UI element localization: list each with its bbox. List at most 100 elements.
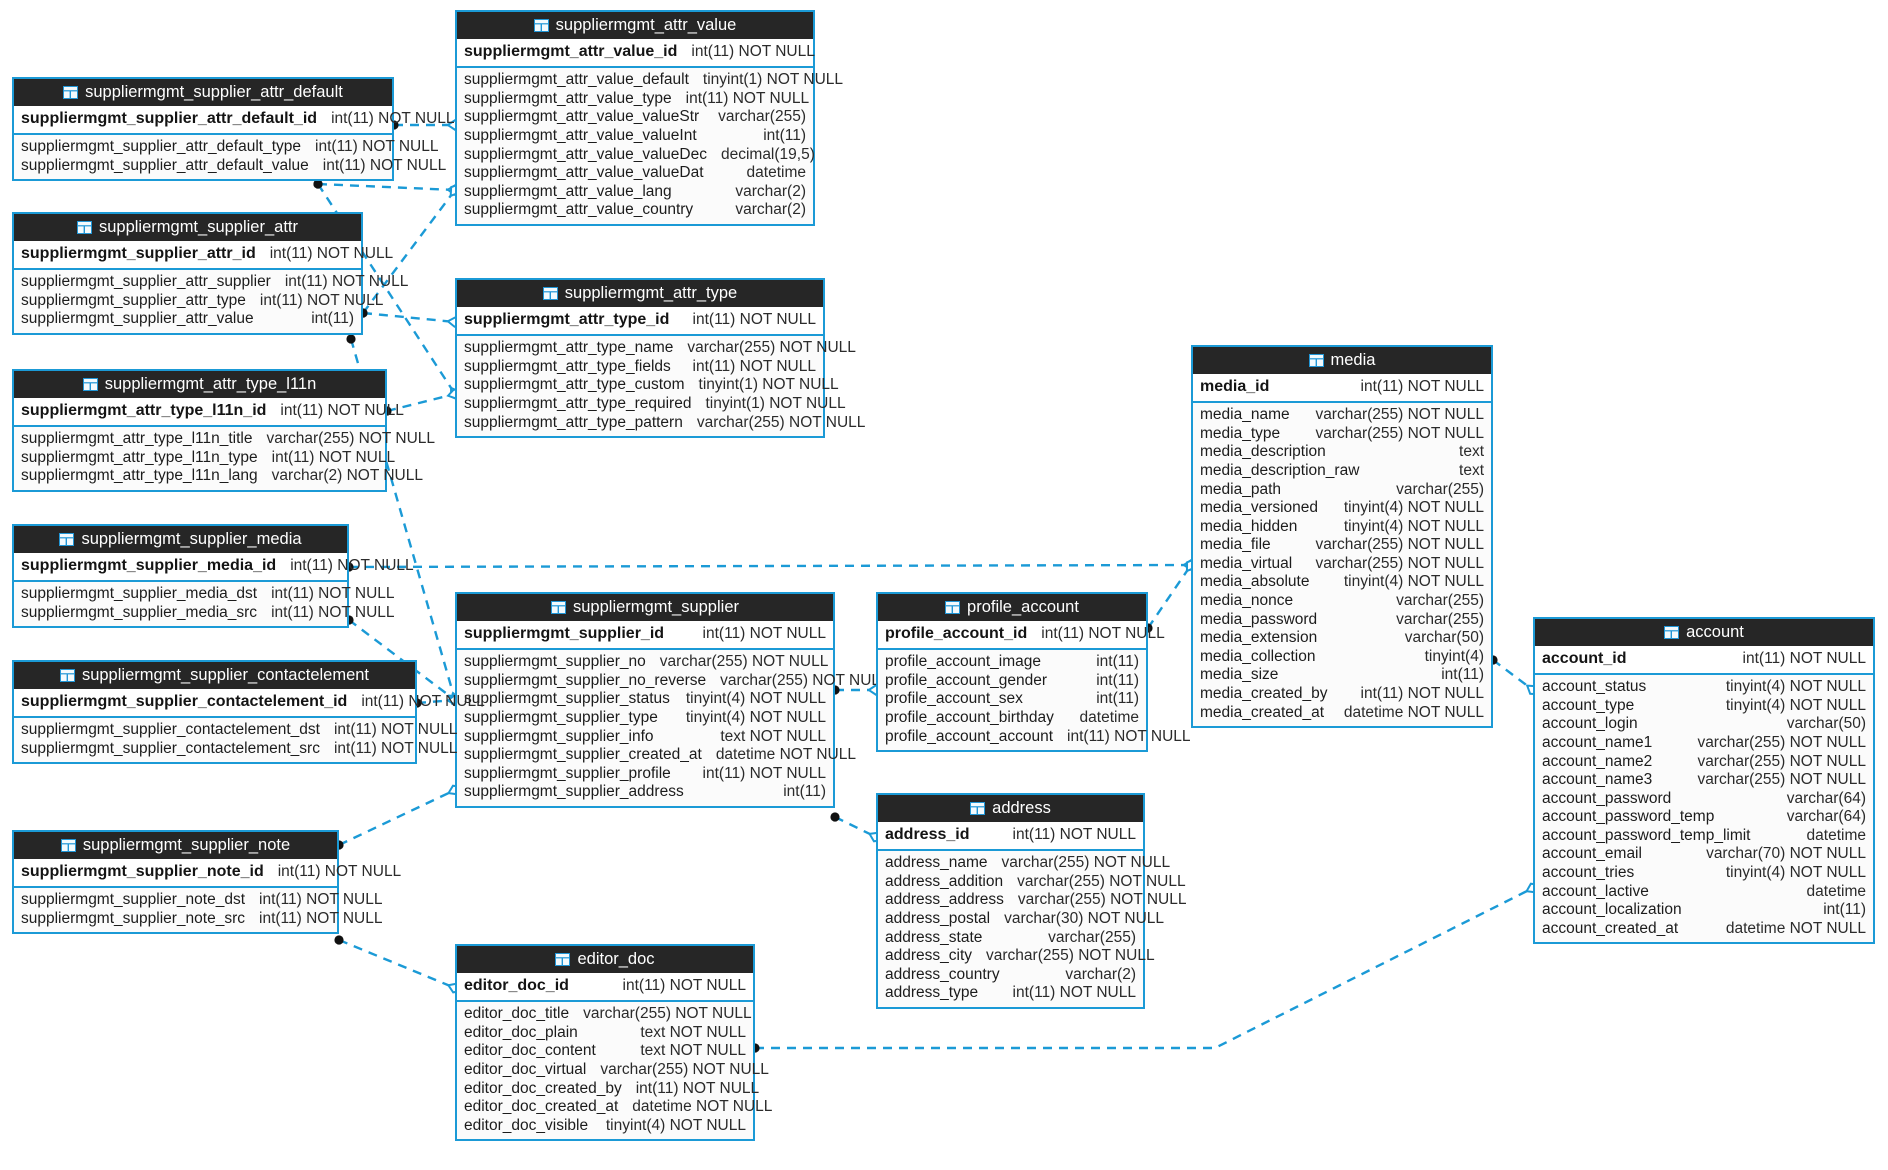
entity-header-suppliermgmt_attr_type_l11n[interactable]: suppliermgmt_attr_type_l11n — [14, 371, 385, 399]
entity-header-suppliermgmt_supplier_attr_default[interactable]: suppliermgmt_supplier_attr_default — [14, 79, 392, 107]
entity-header-suppliermgmt_attr_value[interactable]: suppliermgmt_attr_value — [457, 12, 813, 40]
column-row[interactable]: suppliermgmt_supplier_contactelement_src… — [21, 740, 457, 759]
entity-header-account[interactable]: account — [1535, 619, 1873, 647]
entity-table-suppliermgmt_attr_value[interactable]: suppliermgmt_attr_value suppliermgmt_attr… — [455, 10, 843, 226]
entity-header-suppliermgmt_supplier[interactable]: suppliermgmt_supplier — [457, 594, 833, 622]
relationship-rel-2[interactable] — [313, 179, 465, 196]
entity-header-profile_account[interactable]: profile_account — [878, 594, 1146, 622]
relationship-rel-11[interactable] — [334, 783, 464, 850]
column-row[interactable]: suppliermgmt_supplier_attr_default_value… — [21, 157, 446, 176]
entity-header-suppliermgmt_supplier_attr[interactable]: suppliermgmt_supplier_attr — [14, 214, 361, 242]
relationship-rel-8[interactable] — [344, 559, 1201, 572]
